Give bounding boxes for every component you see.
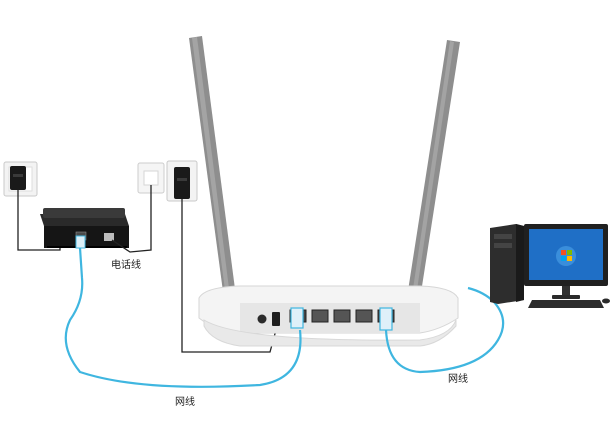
network-cable-label-left: 网线 (175, 395, 195, 408)
router-lan-plug (379, 307, 393, 331)
desktop-computer-icon (490, 224, 610, 308)
power-adapter-icon (10, 166, 26, 190)
network-cable-label-right: 网线 (448, 372, 468, 385)
router-power-adapter-icon (174, 167, 190, 199)
phone-line-label: 电话线 (111, 258, 141, 271)
network-cable-modem-to-router (64, 247, 302, 388)
keyboard (528, 300, 604, 308)
phone-jack-icon (137, 162, 165, 194)
mouse (602, 298, 610, 304)
antenna-left (189, 36, 238, 314)
modem-lan-plug (75, 235, 86, 249)
network-cable-router-to-pc (384, 286, 505, 374)
antenna-right (405, 40, 460, 312)
phone-line-cable (111, 185, 152, 253)
wireless-router-icon (198, 285, 459, 347)
router-wan-plug (290, 307, 304, 329)
